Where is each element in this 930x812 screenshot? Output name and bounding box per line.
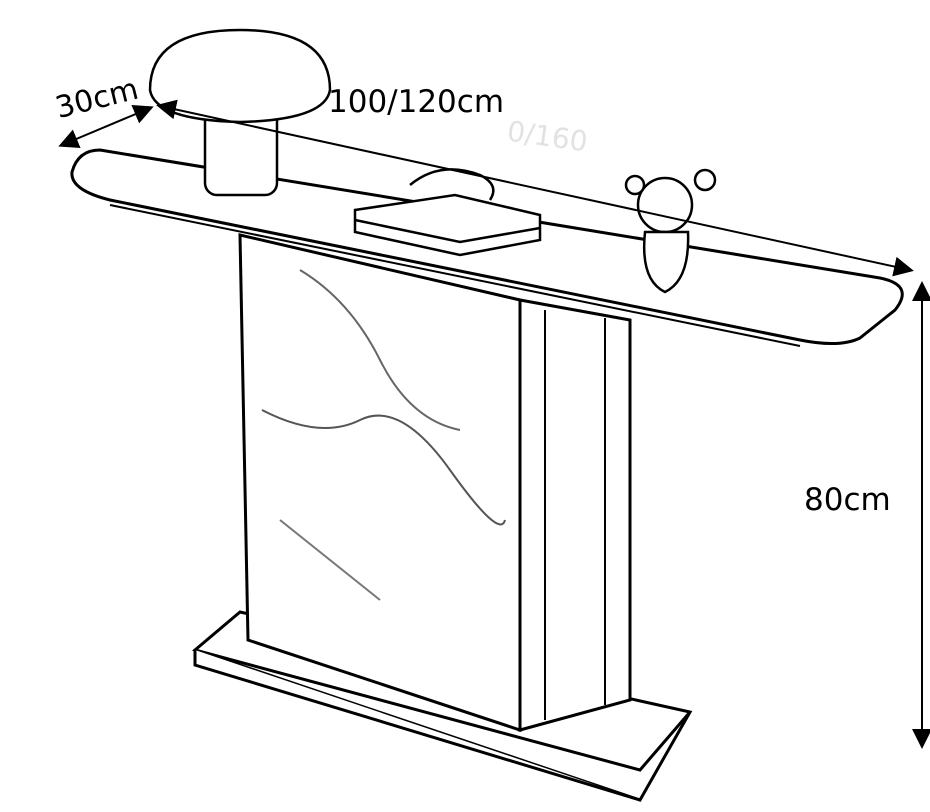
depth-arrow	[58, 104, 154, 149]
table-pedestal	[238, 233, 632, 733]
dimension-lines	[58, 99, 930, 749]
height-label: 80cm	[804, 482, 891, 518]
width-label: 100/120cm	[328, 84, 505, 120]
width-arrow	[156, 99, 914, 277]
